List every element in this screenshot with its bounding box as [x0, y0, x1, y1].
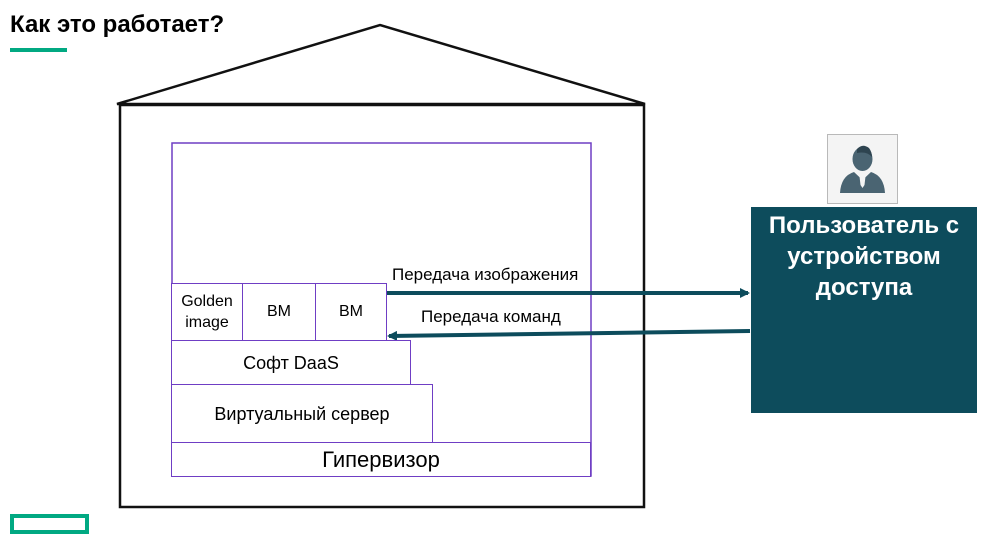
title-underline — [10, 48, 67, 52]
vm-box-2: ВМ — [315, 283, 387, 341]
image-transfer-label: Передача изображения — [392, 265, 579, 284]
hypervisor-label: Гипервизор — [322, 446, 440, 472]
command-transfer-label: Передача команд — [421, 307, 561, 326]
virtual-server-label: Виртуальный сервер — [214, 403, 390, 424]
vm-box-2-label: ВМ — [339, 303, 363, 320]
user-device-panel: Пользователь с устройством доступа — [751, 207, 977, 413]
daas-software-label: Софт DaaS — [243, 352, 339, 373]
hpe-logo-icon — [10, 514, 89, 534]
vm-box-1: ВМ — [242, 283, 316, 341]
hypervisor-box: Гипервизор — [171, 442, 591, 477]
command-transfer-arrow — [387, 329, 751, 341]
house-roof — [116, 23, 646, 106]
user-device-label: Пользователь с устройством доступа — [768, 212, 960, 301]
page-title: Как это работает? — [10, 11, 225, 38]
vm-box-1-label: ВМ — [267, 303, 291, 320]
daas-software-box: Софт DaaS — [171, 340, 411, 385]
golden-image-box: Golden image — [171, 283, 243, 341]
house-body — [118, 103, 646, 509]
user-avatar-icon — [827, 134, 898, 204]
virtual-server-box: Виртуальный сервер — [171, 384, 433, 443]
golden-image-label: Golden image — [181, 293, 233, 331]
